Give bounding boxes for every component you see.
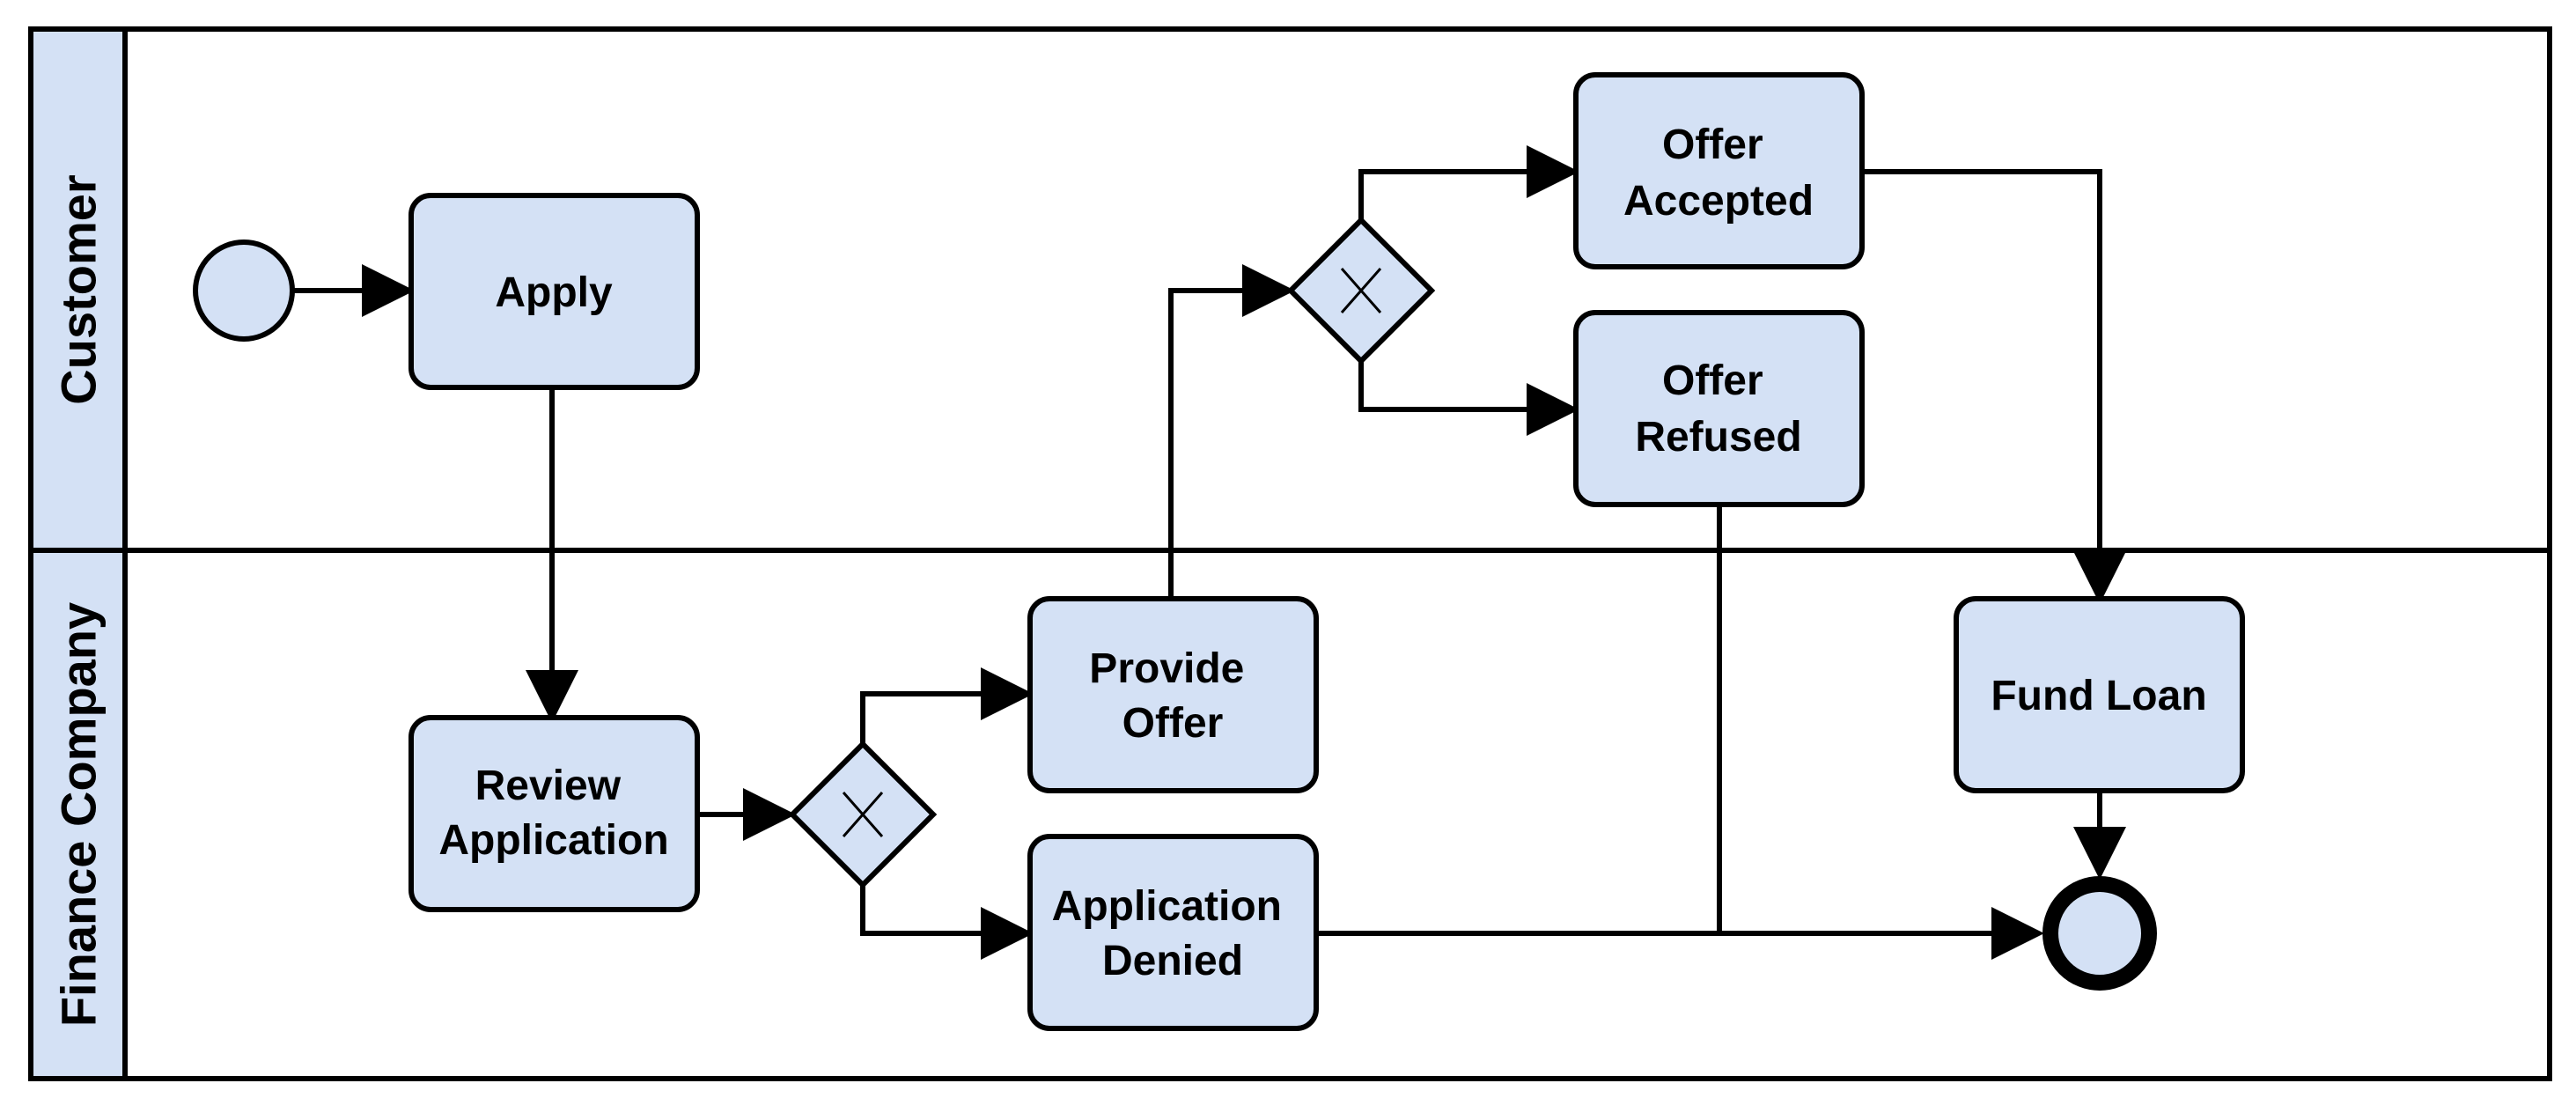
x-icon [842, 792, 884, 837]
x-icon [1340, 268, 1382, 313]
lane-header-customer [28, 26, 128, 553]
flow-accepted-to-fund-loan [1863, 169, 2126, 604]
sequence-flows [292, 145, 2126, 960]
task-label: Provide Offer [1089, 645, 1255, 747]
flow-provide-offer-to-gateway [1168, 264, 1295, 599]
flow-gateway-to-accepted [1358, 145, 1579, 220]
offer-gateway[interactable] [1286, 216, 1436, 365]
lane-label-customer: Customer [51, 174, 107, 404]
task-label: Offer Accepted [1623, 122, 1814, 225]
task-box[interactable] [1027, 834, 1319, 1031]
task-box[interactable] [408, 193, 700, 390]
start-event[interactable] [193, 239, 295, 342]
task-box[interactable] [408, 715, 700, 912]
task-offer-accepted[interactable]: Offer Accepted [1573, 72, 1865, 269]
task-label: Apply [495, 269, 613, 316]
review-gateway[interactable] [788, 740, 938, 889]
end-event[interactable] [2042, 876, 2157, 991]
task-label: Fund Loan [1991, 673, 2206, 719]
task-label: Offer Refused [1635, 357, 1801, 461]
task-apply[interactable]: Apply [408, 193, 700, 390]
flow-gateway-to-provide-offer [860, 667, 1034, 744]
task-application-denied[interactable]: Application Denied [1027, 834, 1319, 1031]
task-box[interactable] [1573, 72, 1865, 269]
task-box[interactable] [1027, 596, 1319, 793]
task-label: Application Denied [1052, 883, 1294, 984]
lane-label-finance-company: Finance Company [51, 602, 107, 1027]
flow-gateway-to-denied [860, 885, 1034, 960]
task-fund-loan[interactable]: Fund Loan [1954, 596, 2245, 793]
task-review-application[interactable]: Review Application [408, 715, 700, 912]
task-label: Review Application [438, 763, 668, 864]
task-box[interactable] [1954, 596, 2245, 793]
flow-gateway-to-refused [1358, 361, 1579, 436]
task-provide-offer[interactable]: Provide Offer [1027, 596, 1319, 793]
task-box[interactable] [1573, 310, 1865, 507]
task-offer-refused[interactable]: Offer Refused [1573, 310, 1865, 507]
